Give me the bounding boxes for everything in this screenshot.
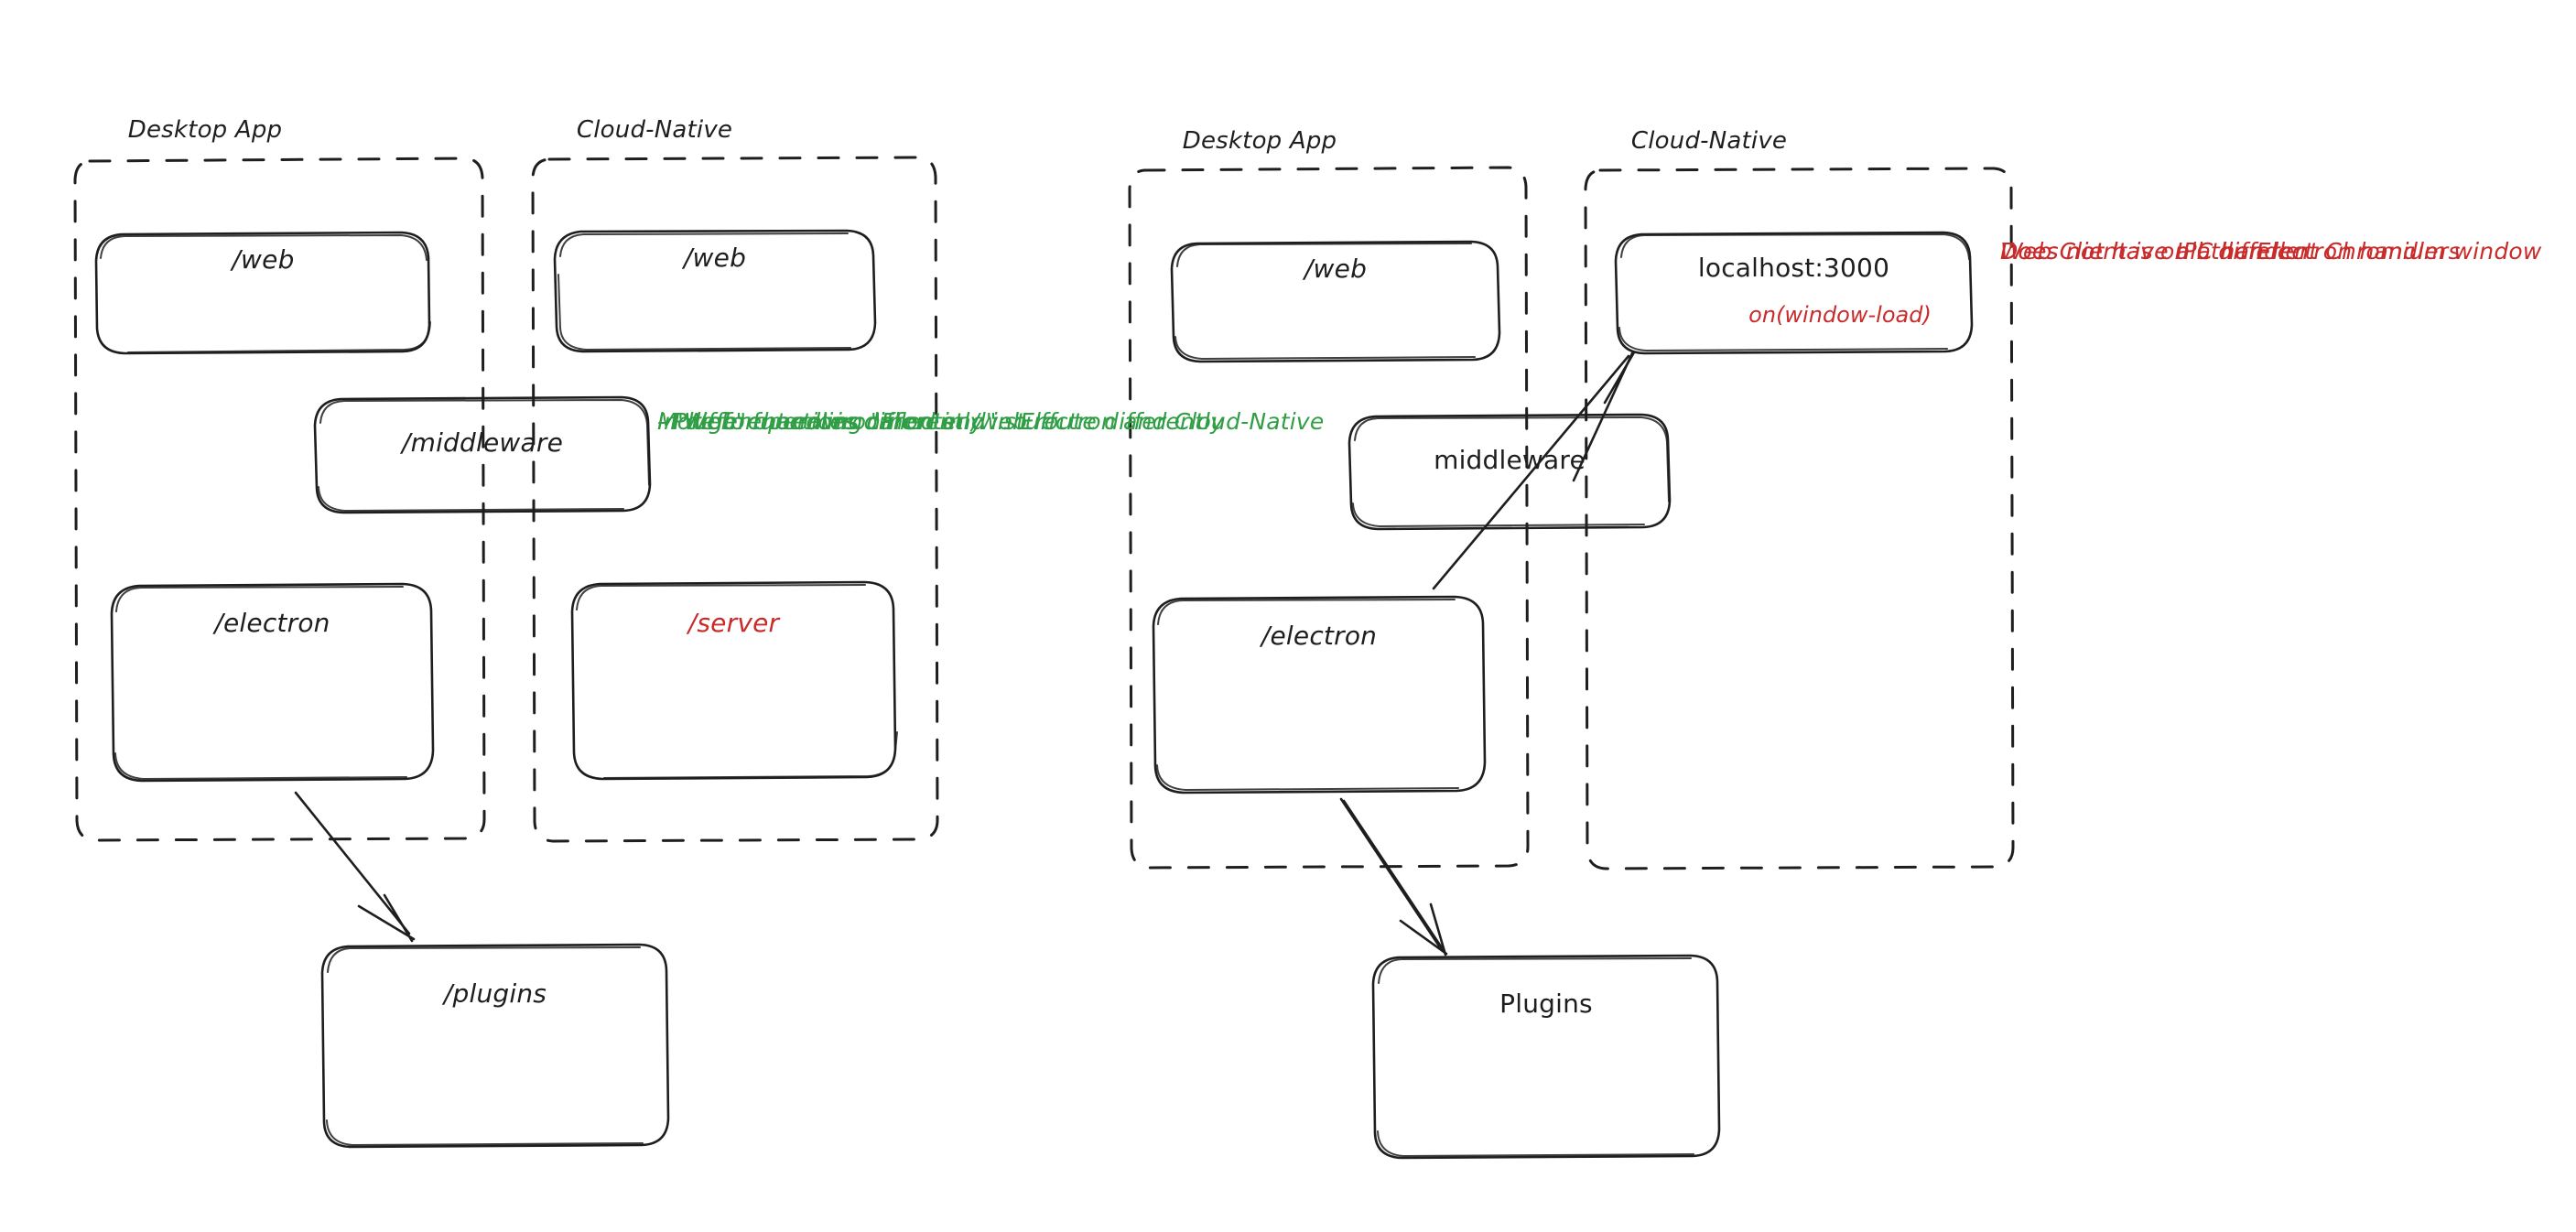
node-label-left-desktop-web: /web bbox=[232, 244, 295, 275]
group-box-left-desktop-app bbox=[73, 157, 486, 842]
note-line-3: - Plugin functions called in /web route … bbox=[657, 408, 1225, 435]
node-shape-left-middleware bbox=[313, 395, 652, 514]
node-label-left-cloud-web: /web bbox=[683, 243, 747, 273]
arrow-right-electron-to-localhost bbox=[1432, 351, 1636, 590]
group-box-left-cloud-native bbox=[531, 156, 939, 843]
note-line-3: Does not have IPC handler bbox=[2000, 238, 2310, 265]
node-shape-right-middleware bbox=[1348, 413, 1672, 531]
node-sublabel-right-localhost-on-window-load: on(window-load) bbox=[1748, 302, 1932, 328]
arrow-left-electron-to-plugins bbox=[294, 791, 416, 943]
node-shape-left-electron bbox=[110, 582, 435, 783]
node-label-right-plugins: Plugins bbox=[1499, 989, 1593, 1019]
node-shape-left-desktop-web bbox=[94, 231, 431, 355]
group-label-left-cloud-native: Cloud-Native bbox=[576, 116, 733, 144]
group-box-right-desktop-app bbox=[1128, 166, 1530, 870]
note-line-2: Does not have all the Electron handlers bbox=[2000, 238, 2461, 265]
note-line-2: - "Web" operates differently in Electron… bbox=[657, 408, 1325, 435]
note-line-4: in different environments bbox=[657, 408, 954, 435]
node-shape-right-plugins bbox=[1371, 954, 1721, 1160]
node-shape-left-server bbox=[570, 580, 898, 781]
arrow-right-electron-to-plugins bbox=[1339, 797, 1448, 956]
node-shape-left-plugins bbox=[320, 943, 670, 1149]
note-line-1: More for handling "Frontend" stuff bbox=[657, 408, 1056, 435]
group-label-right-desktop-app: Desktop App bbox=[1182, 127, 1337, 155]
node-shape-right-electron bbox=[1152, 595, 1487, 794]
node-shape-right-desktop-web bbox=[1170, 240, 1501, 363]
node-label-right-electron: /electron bbox=[1261, 621, 1378, 651]
node-label-left-electron: /electron bbox=[214, 608, 330, 638]
note-line-1: Web Client is on a different Chromium wi… bbox=[2000, 238, 2542, 265]
group-label-right-cloud-native: Cloud-Native bbox=[1630, 127, 1788, 155]
node-shape-right-localhost bbox=[1614, 231, 1974, 355]
group-box-right-cloud-native bbox=[1584, 167, 2015, 870]
node-label-left-plugins: /plugins bbox=[443, 978, 547, 1009]
node-label-right-localhost: localhost:3000 bbox=[1697, 253, 1890, 283]
node-shape-left-cloud-web bbox=[553, 229, 877, 353]
node-label-left-server: /server bbox=[687, 608, 780, 638]
node-label-right-desktop-web: /web bbox=[1304, 254, 1368, 284]
node-label-left-middleware: /middleware bbox=[401, 427, 564, 458]
group-label-left-desktop-app: Desktop App bbox=[127, 116, 283, 144]
node-label-right-middleware: middleware bbox=[1434, 445, 1586, 475]
